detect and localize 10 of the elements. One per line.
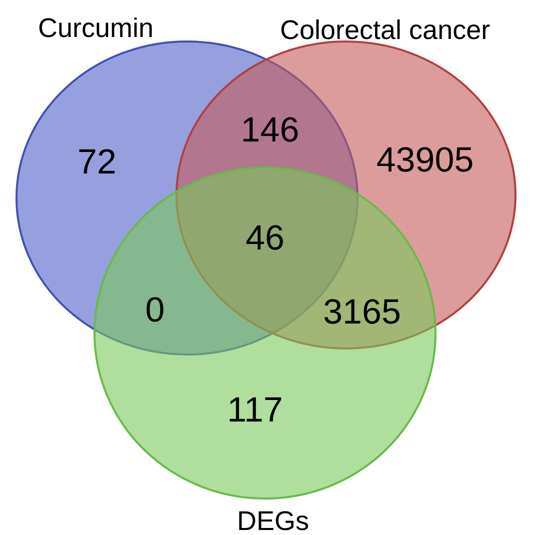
region-count: 146 [240, 112, 300, 148]
region-count: 72 [78, 144, 116, 180]
region-count: 117 [227, 392, 283, 428]
region-count: 0 [145, 292, 165, 328]
set-label: DEGs [237, 508, 310, 535]
region-count: 3165 [323, 294, 401, 330]
region-count: 43905 [376, 142, 474, 178]
set-label: Colorectal cancer [280, 17, 490, 44]
set-label: Curcumin [38, 15, 154, 42]
region-count: 46 [246, 220, 284, 256]
